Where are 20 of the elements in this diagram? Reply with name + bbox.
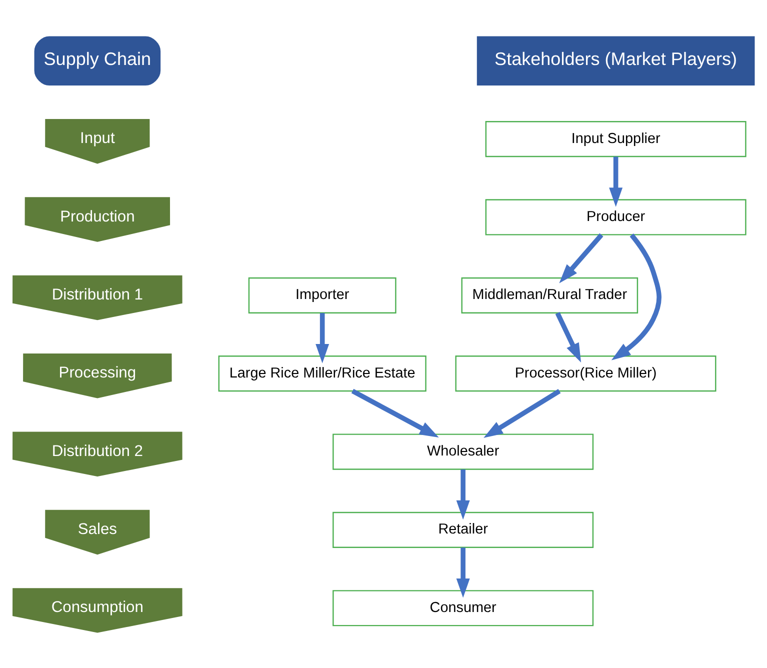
arrow [609,156,623,206]
node-box: Large Rice Miller/Rice Estate [218,355,426,392]
node-box: Producer [485,198,746,235]
arrow [456,547,470,598]
node-box: Stakeholders (Market Players) [476,36,755,86]
node-box: Middleman/Rural Trader [461,276,638,313]
arrow [559,232,604,283]
node-box: Input Supplier [485,120,746,157]
node-box: Retailer [332,511,594,548]
arrow [316,312,330,363]
arrow [611,233,662,360]
arrow [484,388,561,438]
node-box: Consumer [332,590,594,626]
arrow [351,388,439,438]
node-box: Processor(Rice Miller) [455,355,716,392]
node-box: Importer [248,276,396,313]
arrow [456,468,470,520]
arrow [555,312,582,362]
node-box: Supply Chain [34,36,161,86]
node-box: Wholesaler [332,433,594,470]
